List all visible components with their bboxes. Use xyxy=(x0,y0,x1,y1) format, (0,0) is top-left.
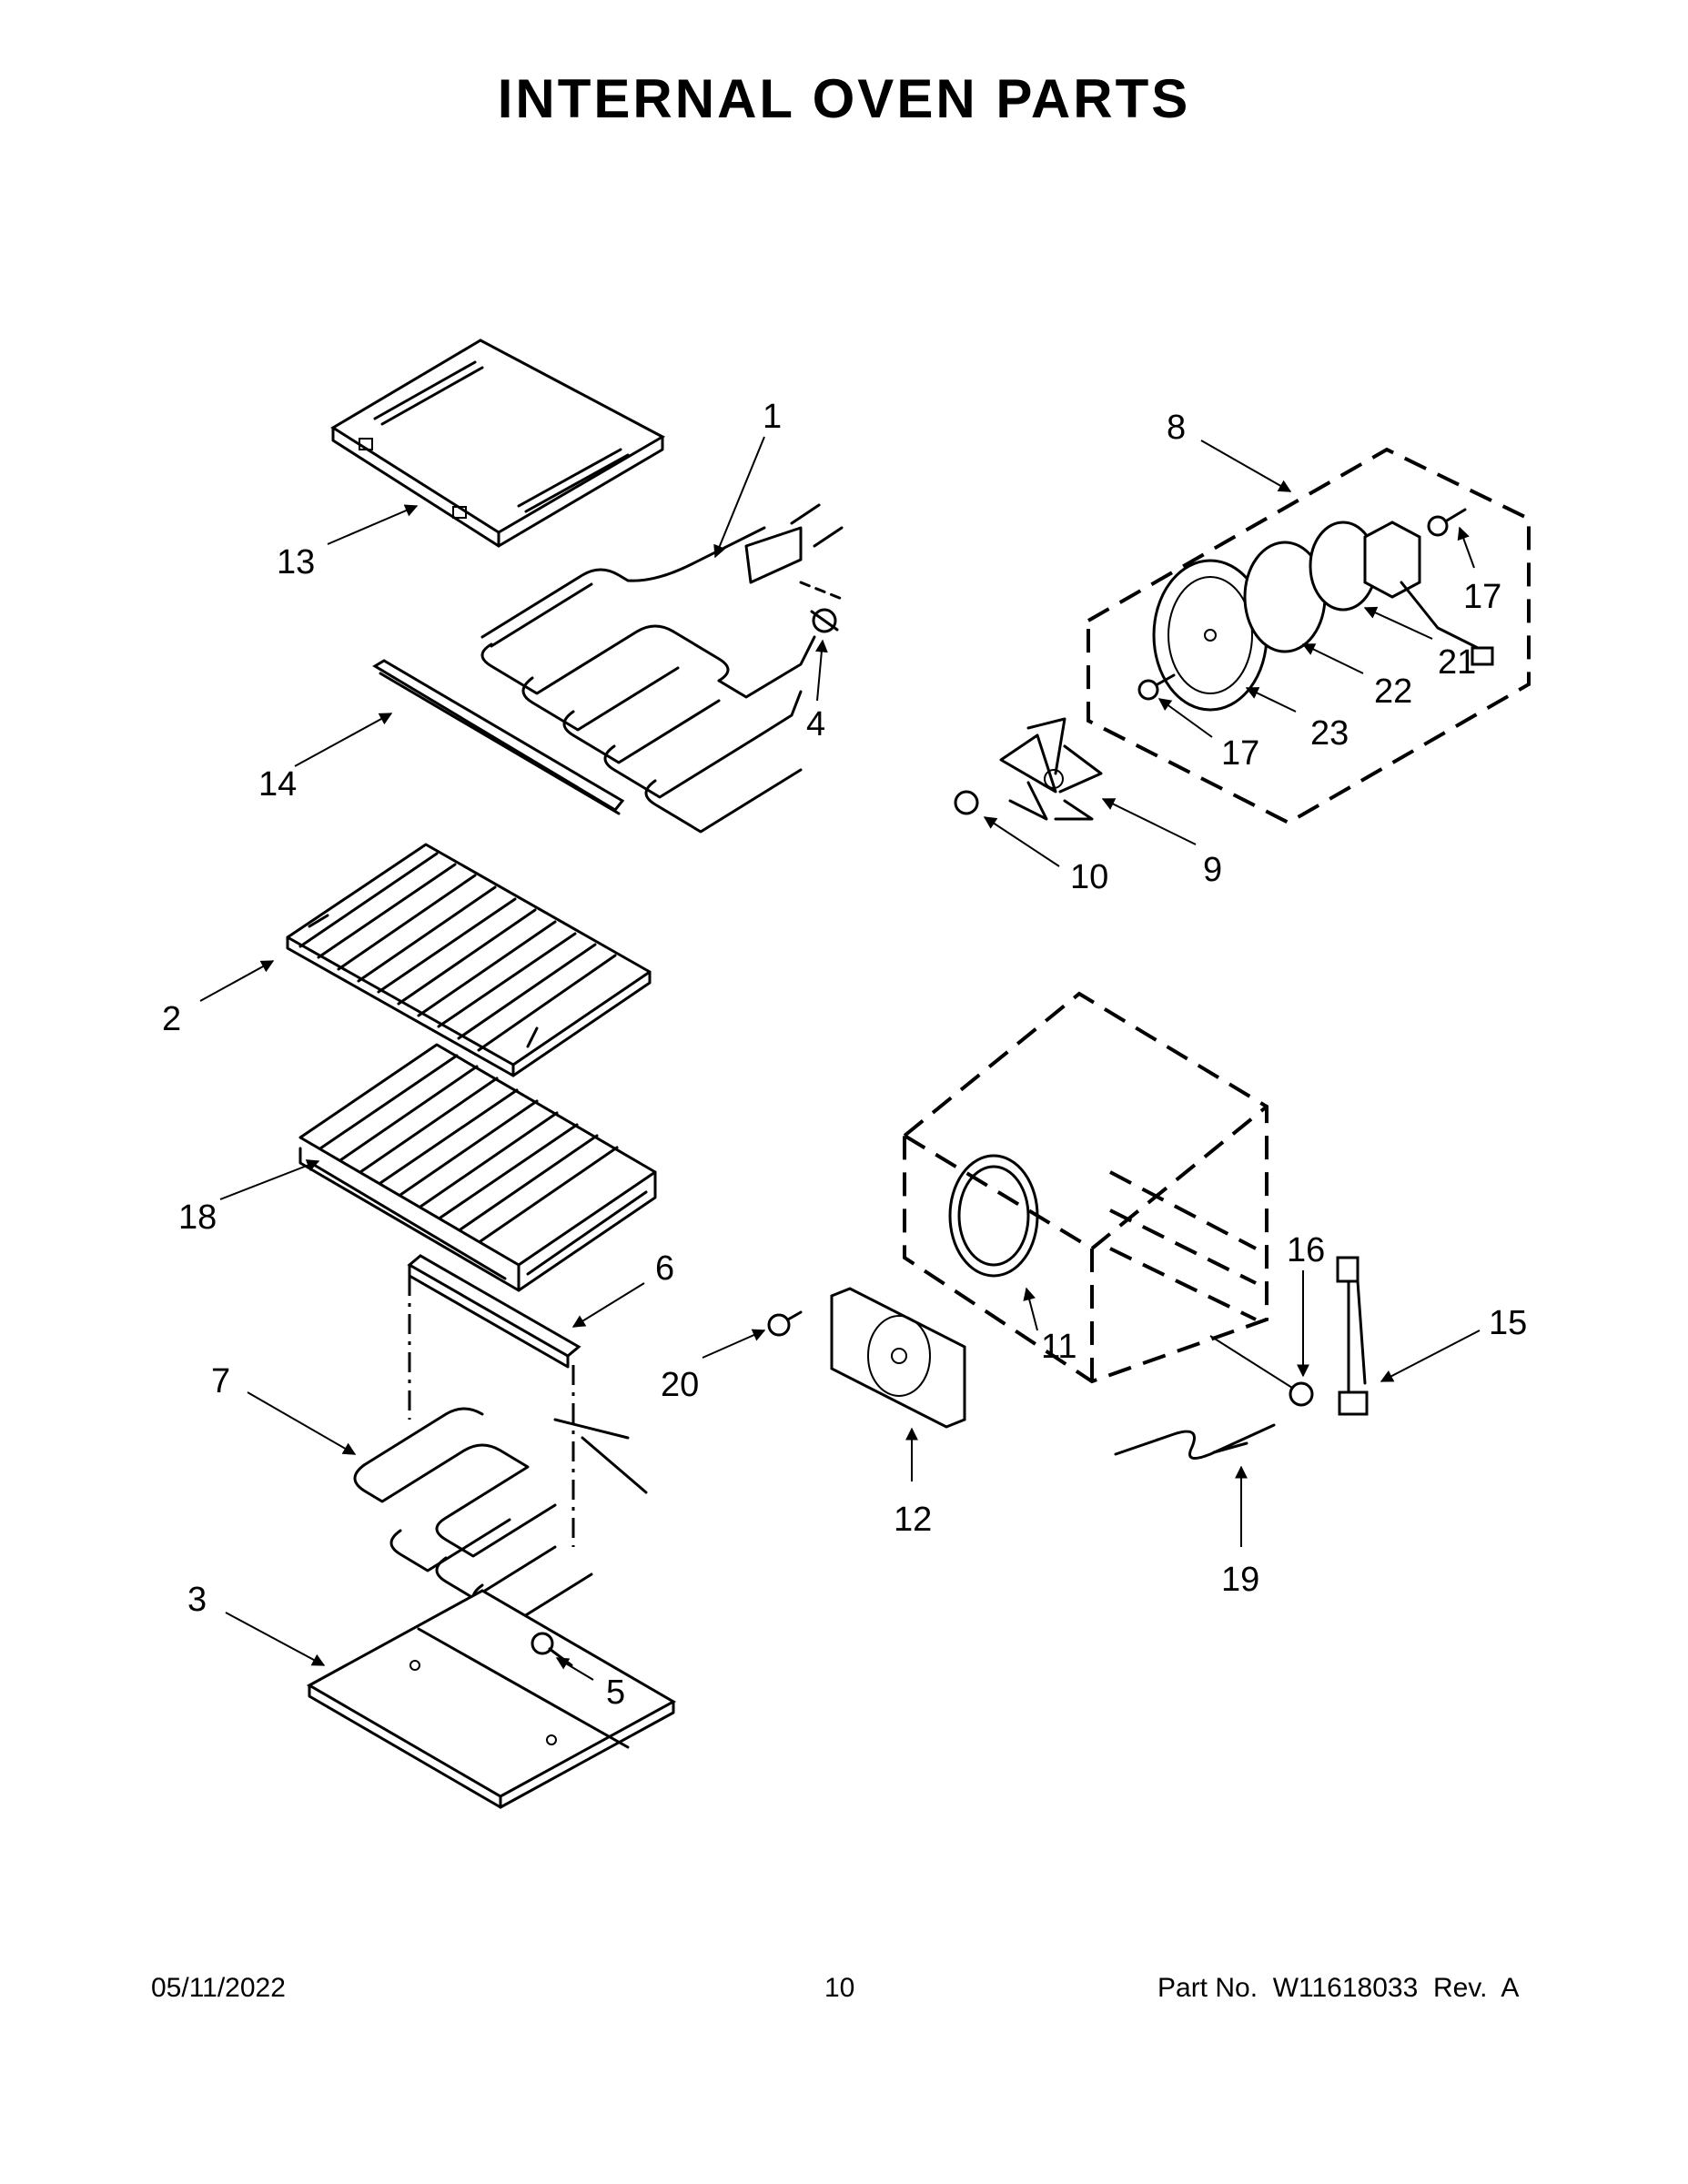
callout-12: 12 xyxy=(894,1501,932,1539)
leader-15 xyxy=(1380,1330,1481,1382)
leader-6 xyxy=(571,1282,645,1328)
callout-13: 13 xyxy=(277,543,315,581)
leader-14 xyxy=(294,713,393,767)
top-panel-part-13 xyxy=(330,339,666,548)
leader-2 xyxy=(199,960,275,1002)
oven-cavity-part-11 xyxy=(903,991,1269,1384)
screw-part-17-upper xyxy=(1427,508,1467,537)
callout-7: 7 xyxy=(211,1362,230,1400)
callout-21: 21 xyxy=(1438,643,1476,682)
rear-bracket-part-14 xyxy=(372,659,625,815)
leader-10 xyxy=(983,816,1060,867)
oven-rack-part-2 xyxy=(286,843,652,1077)
callout-9: 9 xyxy=(1203,851,1222,889)
leader-4 xyxy=(814,639,828,702)
leader-17b xyxy=(1157,698,1213,738)
callout-leaders xyxy=(199,436,1481,1681)
probe-part-19 xyxy=(1114,1423,1276,1460)
leader-23 xyxy=(1245,687,1297,713)
screw-part-20 xyxy=(767,1310,803,1337)
leader-22 xyxy=(1301,643,1364,674)
convection-motor xyxy=(1363,521,1494,666)
leader-18 xyxy=(219,1159,320,1200)
element-cover-part-6 xyxy=(407,1254,581,1547)
callout-2: 2 xyxy=(162,1000,181,1038)
callout-15: 15 xyxy=(1489,1304,1527,1342)
convection-assembly-outline-part-8 xyxy=(1087,447,1531,825)
callout-4: 4 xyxy=(806,705,825,743)
callout-14: 14 xyxy=(258,765,297,804)
callout-1: 1 xyxy=(763,398,782,436)
leader-9 xyxy=(1101,798,1197,845)
callout-22: 22 xyxy=(1374,672,1412,711)
fan-blade-part-9 xyxy=(999,717,1103,821)
leader-13 xyxy=(327,504,419,545)
leader-21 xyxy=(1363,606,1433,640)
leader-17a xyxy=(1457,526,1475,569)
leader-1 xyxy=(713,436,765,559)
callout-8: 8 xyxy=(1167,409,1186,447)
callout-18: 18 xyxy=(178,1198,217,1237)
screw-part-17-lower xyxy=(1137,673,1176,701)
leader-5 xyxy=(555,1657,594,1681)
grommet-part-16 xyxy=(1209,1335,1314,1407)
leader-20 xyxy=(702,1329,766,1359)
fan-shroud-part-23 xyxy=(1152,559,1269,712)
callout-23: 23 xyxy=(1310,714,1349,753)
footer-date: 05/11/2022 xyxy=(151,1973,286,2003)
callout-5: 5 xyxy=(606,1673,625,1712)
callout-labels: 1 2 3 4 5 6 7 8 9 10 11 12 13 14 15 16 1… xyxy=(162,398,1527,1712)
convection-baffle-part-12 xyxy=(830,1287,966,1429)
footer-page-number: 10 xyxy=(824,1973,855,2003)
bake-element-part-7 xyxy=(353,1407,648,1627)
nut-part-10 xyxy=(954,790,979,815)
callout-3: 3 xyxy=(187,1581,207,1619)
leader-3 xyxy=(225,1612,326,1666)
page-title: INTERNAL OVEN PARTS xyxy=(497,68,1191,129)
broil-element-part-1 xyxy=(480,503,848,834)
callout-10: 10 xyxy=(1070,858,1108,896)
callout-16: 16 xyxy=(1287,1231,1325,1269)
bottom-panel-part-3 xyxy=(306,1589,677,1809)
callout-17-lower: 17 xyxy=(1221,734,1259,773)
screw-part-4 xyxy=(810,608,839,633)
sliding-rack-part-18 xyxy=(298,1043,657,1292)
leader-7 xyxy=(247,1391,357,1455)
callout-17-upper: 17 xyxy=(1463,578,1501,616)
leader-8 xyxy=(1200,440,1292,492)
callout-11: 11 xyxy=(1041,1328,1076,1366)
footer-part-number: Part No. W11618033 Rev. A xyxy=(1157,1973,1520,2003)
callout-19: 19 xyxy=(1221,1561,1259,1599)
callout-20: 20 xyxy=(661,1366,699,1404)
leader-11 xyxy=(1023,1287,1038,1331)
sensor-part-15 xyxy=(1336,1256,1369,1416)
callout-6: 6 xyxy=(655,1249,674,1288)
